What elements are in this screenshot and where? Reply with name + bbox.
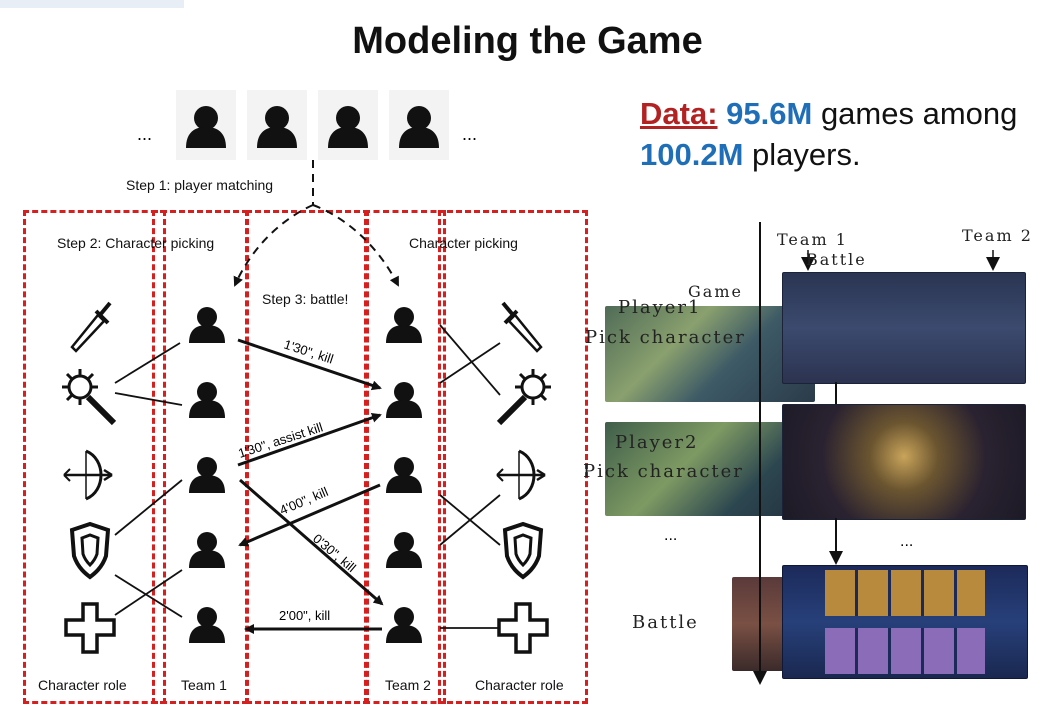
box-team2	[364, 210, 446, 704]
step3-label: Step 3: battle!	[262, 291, 349, 307]
timeline-team1: Team 1	[777, 230, 848, 249]
footer-character-role-right: Character role	[475, 677, 564, 693]
kill-arrow	[237, 412, 382, 467]
hero-cards-bottom	[825, 628, 985, 674]
kill-arrow	[239, 478, 384, 606]
person-icon	[386, 607, 422, 643]
kill-arrow	[238, 483, 381, 547]
dagger-icon	[70, 301, 112, 353]
mace-icon	[62, 369, 117, 426]
timeline-team2: Team 2	[962, 226, 1033, 245]
person-icon	[386, 382, 422, 418]
footer-character-role-left: Character role	[38, 677, 127, 693]
arrow-label-1: 1'30", kill	[282, 337, 335, 367]
timeline-player1: Player1	[618, 297, 702, 318]
arrow-label-4: 0'30", kill	[310, 531, 359, 575]
page-title: Modeling the Game	[352, 20, 703, 62]
ellipsis-left: ...	[137, 124, 153, 144]
timeline-pick2: Pick character	[583, 461, 744, 482]
mace-icon	[496, 369, 551, 426]
right-pick-lines	[439, 324, 501, 629]
timeline-battle-small: Battle	[806, 250, 867, 269]
matching-player-icons	[176, 90, 449, 160]
games-count: 95.6M	[726, 96, 813, 131]
timeline-player2: Player2	[615, 432, 699, 453]
person-icon	[189, 382, 225, 418]
kill-arrow	[237, 338, 382, 391]
pick-screen-2	[782, 404, 1026, 520]
data-line-1: Data: 95.6M games among	[640, 96, 1017, 132]
games-text: games among	[820, 96, 1018, 131]
cross-icon	[64, 602, 116, 654]
top-left-tab	[0, 0, 184, 8]
battle-screenshot-left	[732, 577, 784, 671]
matching-arrows	[233, 160, 399, 287]
pick-screen-1	[782, 272, 1026, 384]
arrow-label-3: 4'00", kill	[277, 484, 330, 518]
bow-icon	[496, 449, 546, 501]
person-icon	[386, 457, 422, 493]
shield-icon	[69, 521, 111, 580]
person-icon	[386, 532, 422, 568]
ellipsis-right: ...	[462, 124, 478, 144]
footer-team1: Team 1	[181, 677, 227, 693]
box-character-role-right	[438, 210, 588, 704]
roles-right	[496, 301, 551, 654]
person-icon	[386, 307, 422, 343]
left-pick-lines	[114, 342, 183, 618]
arrow-label-5: 2'00", kill	[279, 608, 330, 623]
game-screenshot-2	[605, 422, 815, 516]
step2-label: Step 2: Character picking	[57, 235, 215, 251]
timeline-ellipsis-right: ...	[900, 533, 914, 550]
box-character-role-left	[23, 210, 166, 704]
character-picking-label: Character picking	[409, 235, 518, 251]
box-battle	[246, 210, 369, 704]
person-icon	[189, 532, 225, 568]
person-icon	[189, 607, 225, 643]
players-count: 100.2M	[640, 137, 744, 172]
footer-team2: Team 2	[385, 677, 431, 693]
dagger-icon	[501, 301, 543, 353]
players-text: players.	[752, 137, 861, 172]
roles-left	[62, 301, 117, 654]
bow-icon	[63, 449, 113, 501]
person-icon	[189, 307, 225, 343]
data-line-2: 100.2M players.	[640, 137, 861, 173]
step1-label: Step 1: player matching	[126, 177, 274, 193]
game-screenshot-1	[605, 306, 815, 402]
kill-arrows	[237, 338, 384, 634]
battle-loading-screen	[782, 565, 1028, 679]
shield-icon	[502, 521, 544, 580]
timeline-game: Game	[688, 282, 743, 301]
timeline-ellipsis-left: ...	[664, 527, 678, 544]
team2-players	[386, 307, 422, 643]
data-label: Data:	[640, 96, 718, 131]
timeline-battle: Battle	[632, 612, 699, 633]
person-icon	[189, 457, 225, 493]
cross-icon	[497, 602, 549, 654]
team1-players	[189, 307, 225, 643]
timeline-pick1: Pick character	[585, 327, 746, 348]
hero-cards-top	[825, 570, 985, 616]
